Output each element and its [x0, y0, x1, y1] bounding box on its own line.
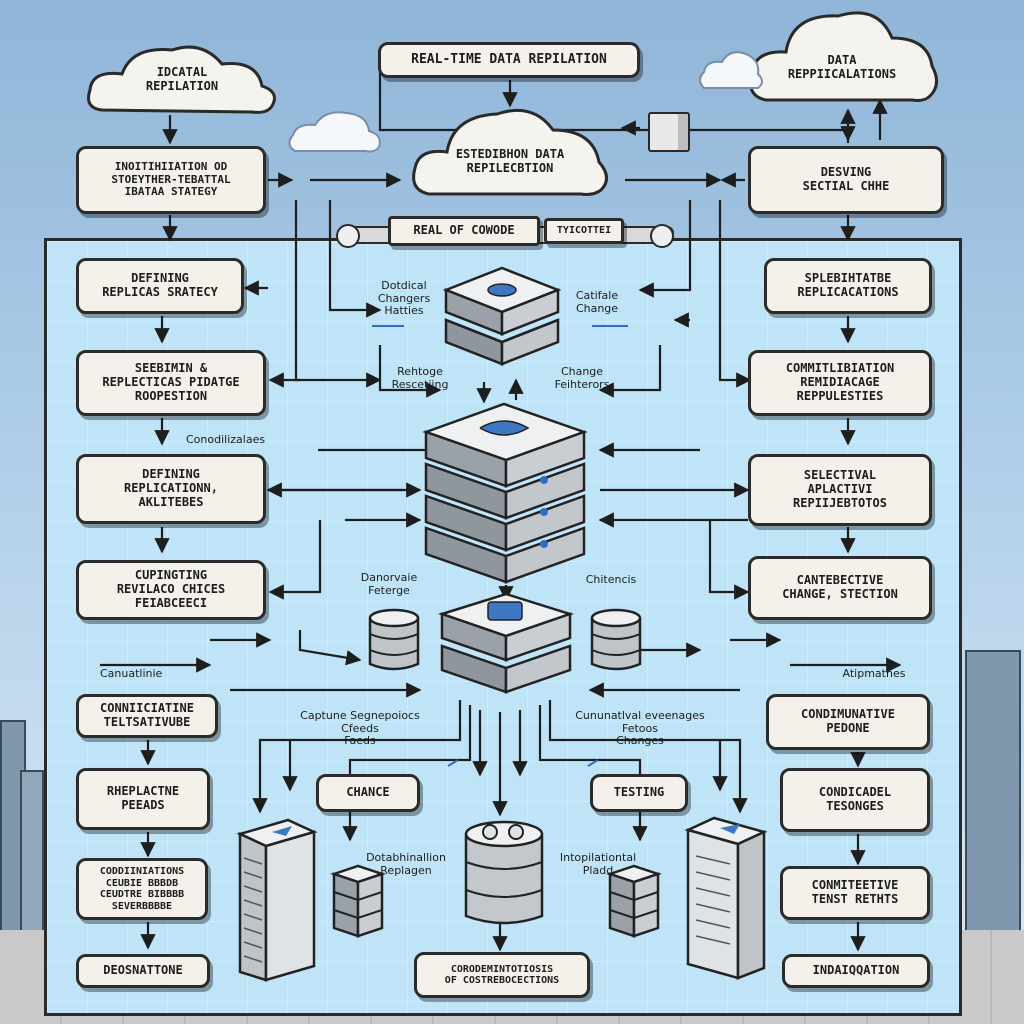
cloud-top-left-label: IDCATAL REPILATION: [145, 64, 219, 93]
right-box-1: SPLEBIHTATBE REPLICACATIONS: [764, 258, 932, 314]
left-box-4: CUPINGTING REVILACO CHICES FEIABCEECI: [76, 560, 266, 620]
header-title: REAL-TIME DATA REPILATION: [378, 42, 640, 78]
left-box-1: DEFINING REPLICAS SRATECY: [76, 258, 244, 314]
note-atipmathes: Atipmathes: [842, 667, 906, 680]
right-box-8: INDAIQQATION: [782, 954, 930, 988]
left-box-2: SEEBIMIN & REPLECTICAS PIDATGE ROOPESTIO…: [76, 350, 266, 416]
database-bottom-center: [464, 820, 544, 925]
cabinet-left: [236, 818, 318, 982]
note-canuatlinie: Canuatlinie: [100, 667, 163, 680]
right-box-3: SELECTIVAL APLACTIVI REPIIJEBTOTOS: [748, 454, 932, 526]
left-box-7: CODDIINIATIONS CEUBIE BBBDB CEUDTRE BIBB…: [76, 858, 208, 920]
left-box-3: DEFINING REPLICATIONN, AKLITEBES: [76, 454, 266, 524]
cabinet-right: [684, 816, 768, 980]
database-left: [368, 608, 420, 671]
note-chitencis: Chitencis: [585, 573, 637, 586]
cloud-center: ESTEDIBHON DATA REPILECBTION: [405, 100, 615, 200]
right-box-6: CONDICADEL TESONGES: [780, 768, 930, 832]
note-change-feihterors: Change Feihterors: [554, 365, 610, 391]
cloud-top-right-label: DATA REPPIICALATIONS: [787, 52, 897, 81]
banner-knob-left: [336, 224, 360, 248]
server-lower: [437, 592, 575, 694]
box-outside-right: DESVING SECTIAL CHHE: [748, 146, 944, 214]
right-box-5: CONDIMUNATIVE PEDONE: [766, 694, 930, 750]
note-intopilationtal: Intopilationtal Pladd: [559, 851, 637, 877]
banner-left: REAL OF COWODE: [388, 216, 540, 246]
right-box-4: CANTEBECTIVE CHANGE, STECTION: [748, 556, 932, 620]
left-box-8: DEOSNATTONE: [76, 954, 210, 988]
note-catifale-change: Catifale Change: [575, 289, 619, 315]
cloud-top-right: DATA REPPIICALATIONS: [742, 4, 942, 104]
database-right: [590, 608, 642, 671]
note-dotabhinallion: Dotabhinallion Replagen: [366, 851, 446, 877]
note-dotdical-changers: Dotdical Changers Hatties: [377, 279, 431, 318]
right-box-7: CONMITEETIVE TENST RETHTS: [780, 866, 930, 920]
testing-box: TESTING: [590, 774, 688, 812]
server-center-stack: [422, 402, 588, 584]
server-top: [442, 266, 562, 366]
note-danorvaie: Danorvaie Feterge: [360, 571, 418, 597]
left-box-5: CONNIICIATINE TELTSATIVUBE: [76, 694, 218, 738]
cloud-small-left: [285, 105, 385, 155]
note-captune: Captune Segnepoiocs Cfeeds Faeds: [300, 709, 420, 748]
banner-knob-right: [650, 224, 674, 248]
left-box-6: RHEPLACTNE PEEADS: [76, 768, 210, 830]
bottom-center-box: CORODEMINTOTIOSIS OF COSTREBOCECTIONS: [414, 952, 590, 998]
change-box: CHANCE: [316, 774, 420, 812]
note-conodilizalaes: Conodilizalaes: [186, 433, 266, 446]
cloud-center-label: ESTEDIBHON DATA REPILECBTION: [455, 146, 565, 175]
box-outside-left: INOITIHIIATION OD STOEYTHER-TEBATTAL IBA…: [76, 146, 266, 214]
server-small-left: [330, 864, 386, 938]
note-cununatlval: Cununatlval eveenages Fetoos Changes: [575, 709, 705, 748]
building-right: [965, 650, 1021, 934]
right-box-2: COMMITLIBIATION REMIDIACAGE REPPULESTIES: [748, 350, 932, 416]
cloud-top-left: IDCATAL REPILATION: [82, 40, 282, 118]
note-rehtoge: Rehtoge Rescetiing: [391, 365, 449, 391]
device-icon: [648, 112, 690, 152]
banner-right: TYICOTTEI: [544, 218, 624, 244]
server-small-right: [606, 864, 662, 938]
cloud-small-right: [696, 44, 766, 92]
